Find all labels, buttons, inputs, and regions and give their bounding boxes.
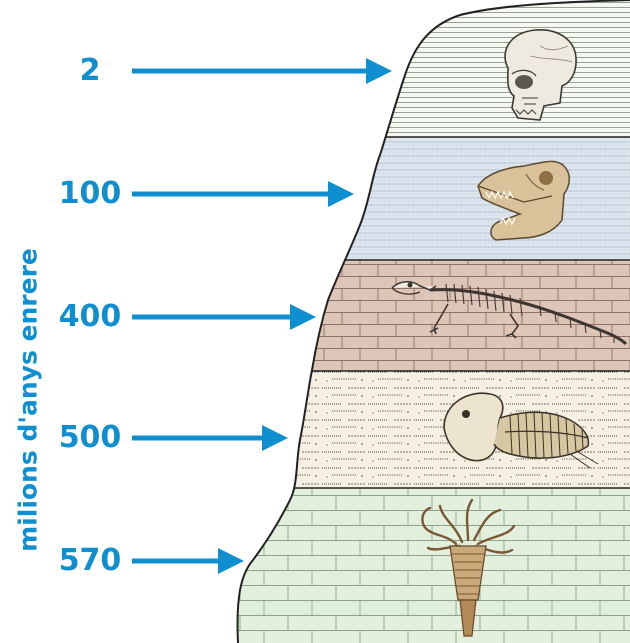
stratum-5 (200, 488, 630, 643)
age-label-570: 570 (56, 544, 124, 578)
arrow-400-head (290, 304, 316, 330)
arrow-500-head (262, 425, 288, 451)
arrow-100-head (328, 181, 354, 207)
stratum-2 (200, 137, 630, 260)
time-axis-label: milions d'anys enrere (14, 248, 43, 552)
strata-layers (200, 0, 630, 643)
age-label-500: 500 (56, 421, 124, 455)
arrow-570-head (218, 548, 244, 574)
arrow-2-head (366, 58, 392, 84)
age-label-2: 2 (56, 54, 124, 88)
age-label-400: 400 (56, 300, 124, 334)
age-label-100: 100 (56, 177, 124, 211)
